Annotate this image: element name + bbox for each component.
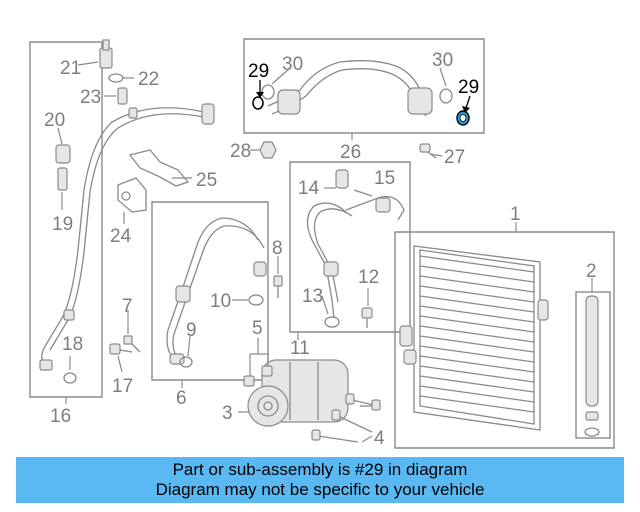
label-19: 19 xyxy=(52,214,73,235)
bracket-25[interactable] xyxy=(128,149,190,187)
bolts-4[interactable] xyxy=(311,393,381,443)
line-assembly-11[interactable] xyxy=(306,169,405,319)
fitting-5[interactable] xyxy=(243,365,273,387)
label-11: 11 xyxy=(290,338,310,359)
o-ring-30-right[interactable] xyxy=(439,88,453,104)
label-6: 6 xyxy=(176,388,187,409)
bracket-24[interactable] xyxy=(117,177,147,213)
o-ring-10[interactable] xyxy=(248,294,264,306)
label-2: 2 xyxy=(586,261,597,282)
label-21: 21 xyxy=(60,58,81,79)
label-8: 8 xyxy=(272,238,283,259)
bolt-8[interactable] xyxy=(273,275,283,298)
label-9: 9 xyxy=(186,320,197,341)
o-ring-13[interactable] xyxy=(324,316,340,328)
valve-core-23[interactable] xyxy=(117,87,138,119)
bolt-12[interactable] xyxy=(361,307,373,328)
label-28: 28 xyxy=(230,141,251,162)
label-29-left: 29 xyxy=(248,61,269,82)
label-16: 16 xyxy=(50,406,71,427)
label-24: 24 xyxy=(110,226,132,247)
compressor-3[interactable] xyxy=(247,359,349,427)
label-23: 23 xyxy=(80,87,101,108)
o-ring-22[interactable] xyxy=(108,73,124,83)
pressure-sensor-21[interactable] xyxy=(99,39,113,69)
hose-assembly-6[interactable] xyxy=(166,217,267,365)
label-3: 3 xyxy=(222,403,233,424)
label-5: 5 xyxy=(252,318,263,339)
label-22: 22 xyxy=(138,69,159,90)
o-ring-18[interactable] xyxy=(63,372,77,384)
label-15: 15 xyxy=(374,168,395,189)
leader-lines xyxy=(57,61,593,443)
label-18: 18 xyxy=(62,334,83,355)
cap-20[interactable] xyxy=(55,144,71,164)
label-25: 25 xyxy=(196,170,217,191)
label-10: 10 xyxy=(210,291,231,312)
valve-19[interactable] xyxy=(57,167,68,191)
condenser-fins xyxy=(419,255,535,413)
pipe-assembly-16[interactable] xyxy=(39,103,215,371)
label-27: 27 xyxy=(444,147,465,168)
group-26-frame xyxy=(243,38,485,134)
bolt-7[interactable] xyxy=(123,335,141,353)
o-ring-29-left[interactable] xyxy=(252,96,264,110)
condenser-1[interactable] xyxy=(399,245,549,431)
label-14: 14 xyxy=(298,178,320,199)
label-17: 17 xyxy=(112,376,133,397)
caption-banner: Part or sub-assembly is #29 in diagram D… xyxy=(16,457,624,503)
o-ring-29-right[interactable] xyxy=(456,110,470,126)
group-1-frame xyxy=(394,231,615,449)
o-ring-9[interactable] xyxy=(179,356,193,368)
label-20: 20 xyxy=(44,110,65,131)
drier-2[interactable] xyxy=(575,291,611,439)
nut-28[interactable] xyxy=(259,141,277,159)
label-13: 13 xyxy=(302,286,323,307)
label-12: 12 xyxy=(358,267,379,288)
group-16-frame xyxy=(29,41,103,398)
label-30-left: 30 xyxy=(282,54,303,75)
label-7: 7 xyxy=(122,296,133,317)
bolt-17[interactable] xyxy=(109,343,133,355)
label-29-right: 29 xyxy=(458,77,479,98)
label-30-right: 30 xyxy=(432,50,453,71)
label-26: 26 xyxy=(340,142,361,163)
bolt-27[interactable] xyxy=(419,143,437,159)
hose-assembly-26[interactable] xyxy=(267,60,433,117)
caption-line-2: Diagram may not be specific to your vehi… xyxy=(155,480,485,499)
caption-line-1: Part or sub-assembly is #29 in diagram xyxy=(172,460,468,479)
label-4: 4 xyxy=(374,428,385,449)
label-1: 1 xyxy=(510,204,521,225)
